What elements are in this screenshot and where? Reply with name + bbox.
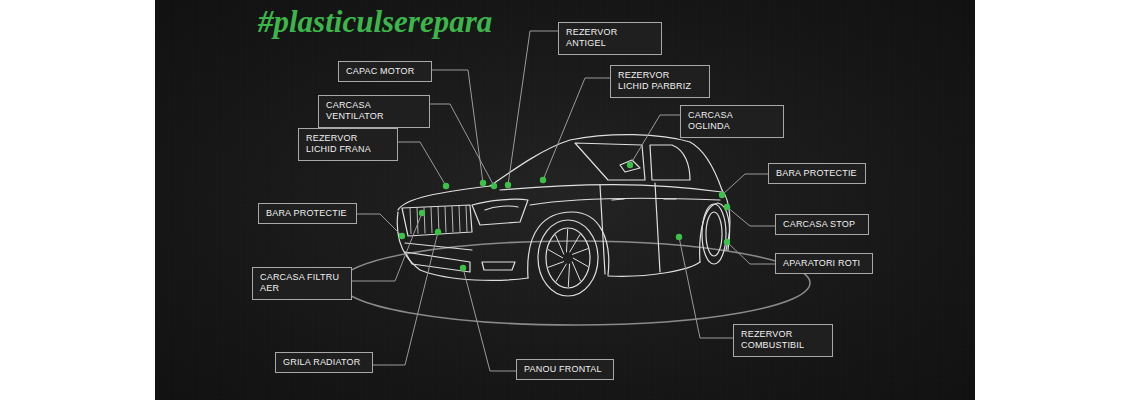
part-label-box: BARA PROTECTIE xyxy=(258,203,357,224)
wheel-spoke xyxy=(572,249,588,255)
grille-bar xyxy=(452,206,453,232)
part-name: REZERVOR COMBUSTIBIL xyxy=(741,329,825,352)
wheel-spoke xyxy=(555,235,564,255)
part-name: BARA PROTECTIE xyxy=(776,168,858,179)
grille-bar xyxy=(431,207,432,233)
grille-bar xyxy=(459,206,460,232)
wheel-spoke xyxy=(556,264,567,282)
part-name: BARA PROTECTIE xyxy=(266,208,349,219)
part-name: GRILA RADIATOR xyxy=(283,357,365,368)
part-label-box: CAPAC MOTOR xyxy=(338,61,432,82)
part-label-box: CARCASA FILTRU AER xyxy=(252,267,352,300)
grille-bar xyxy=(466,206,467,232)
grille-bar xyxy=(410,208,411,234)
wheel-spoke xyxy=(573,258,588,267)
part-name: REZERVOR ANTIGEL xyxy=(566,27,654,50)
part-name: CARCASA VENTILATOR xyxy=(326,100,422,123)
part-name: CAPAC MOTOR xyxy=(346,66,424,77)
part-label-box: REZERVOR COMBUSTIBIL xyxy=(733,324,833,357)
part-name: REZERVOR LICHID PARBRIZ xyxy=(618,70,702,93)
part-name: REZERVOR LICHID FRANA xyxy=(306,133,390,156)
wheel-spoke xyxy=(572,262,581,282)
part-label-box: CARCASA STOP xyxy=(775,214,869,235)
wheel-spoke xyxy=(570,234,581,252)
part-label-box: GRILA RADIATOR xyxy=(275,352,373,373)
part-name: PANOU FRONTAL xyxy=(524,364,606,375)
part-name: APARATORI ROTI xyxy=(783,258,865,269)
part-name: CARCASA OGLINDA xyxy=(688,110,776,133)
grille-bar xyxy=(417,208,418,234)
hashtag-title: #plasticulserepara xyxy=(258,4,492,40)
part-label-box: CARCASA VENTILATOR xyxy=(318,95,430,128)
wheel-spoke xyxy=(548,249,563,258)
part-name: CARCASA FILTRU AER xyxy=(260,272,344,295)
part-name: CARCASA STOP xyxy=(783,219,861,230)
wheel-spoke xyxy=(548,262,564,268)
part-label-box: REZERVOR LICHID PARBRIZ xyxy=(610,65,710,98)
part-label-box: APARATORI ROTI xyxy=(775,253,873,274)
part-label-box: REZERVOR LICHID FRANA xyxy=(298,128,398,161)
grille-bar xyxy=(445,207,446,233)
part-label-box: BARA PROTECTIE xyxy=(768,163,866,184)
wheel-spoke xyxy=(566,229,567,252)
part-label-box: CARCASA OGLINDA xyxy=(680,105,784,138)
part-label-box: REZERVOR ANTIGEL xyxy=(558,22,662,55)
wheel-spoke xyxy=(568,264,569,287)
part-label-box: PANOU FRONTAL xyxy=(516,359,614,380)
